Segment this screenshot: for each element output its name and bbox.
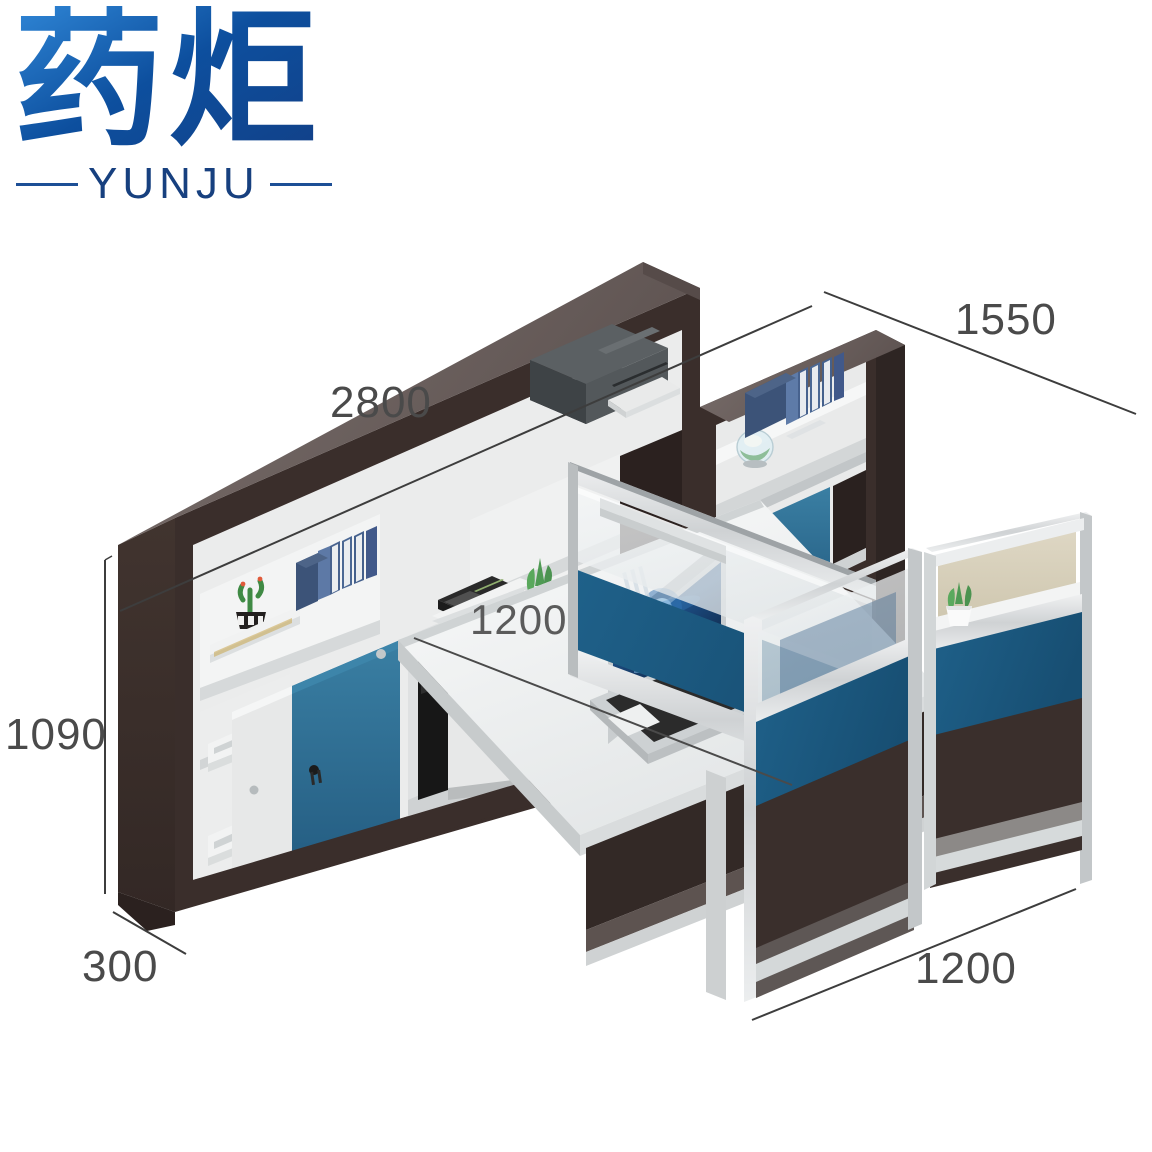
dimline-1200-desk bbox=[413, 637, 793, 786]
dimline-1550 bbox=[823, 291, 1137, 415]
printer bbox=[530, 324, 680, 424]
logo-english-text: YUNJU bbox=[88, 159, 260, 208]
binders bbox=[786, 352, 844, 425]
logo-subtitle-row: YUNJU bbox=[16, 162, 344, 206]
dimension-label-desk-width: 1200 bbox=[470, 596, 568, 643]
logo-rule-left bbox=[16, 182, 78, 186]
dimline-1200-partition bbox=[751, 888, 1077, 1021]
cactus-plant bbox=[236, 576, 266, 629]
logo-rule-right bbox=[269, 182, 332, 186]
dimension-label-partition-width: 1200 bbox=[915, 944, 1017, 993]
partition-front-left bbox=[744, 548, 922, 1002]
dimension-label-cabinet-depth: 300 bbox=[82, 942, 159, 991]
brand-logo: 药炬 YUNJU bbox=[14, 6, 344, 221]
dimline-2800 bbox=[119, 305, 813, 612]
dimline-300 bbox=[112, 911, 187, 955]
logo-chinese-text: 药炬 bbox=[14, 6, 344, 156]
dimension-label-cabinet-height: 1090 bbox=[5, 710, 107, 759]
dimension-label-overall-length: 2800 bbox=[330, 378, 432, 427]
dimension-label-overall-depth: 1550 bbox=[955, 295, 1057, 344]
succulent-plant bbox=[946, 582, 972, 626]
fishbowl bbox=[736, 429, 774, 468]
partition-front-right bbox=[924, 512, 1092, 890]
